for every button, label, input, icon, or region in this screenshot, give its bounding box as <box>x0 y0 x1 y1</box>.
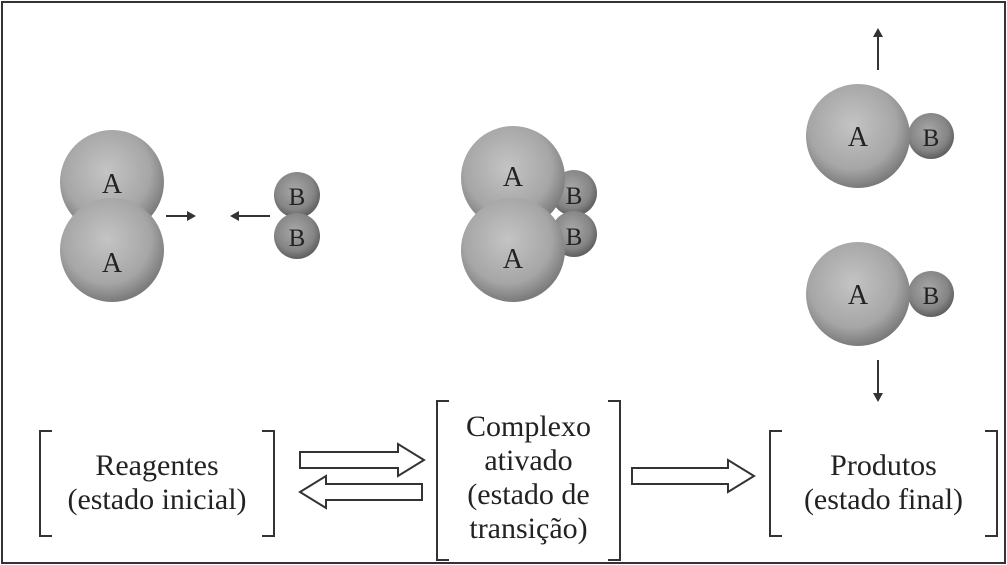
reactants-bracket-right <box>262 430 275 537</box>
complex-label-line: transição) <box>469 512 588 545</box>
reactants-label-line: Reagentes <box>95 449 219 482</box>
atom-a-label: A <box>102 169 123 200</box>
atom-b-circle <box>908 113 954 159</box>
activated-complex-label: Complexo ativado (estado de transição) <box>443 410 614 546</box>
reverse-reaction-arrow <box>298 474 423 510</box>
atom-b-circle <box>274 172 320 218</box>
product-formation-arrow <box>631 458 756 494</box>
atom-a-circle <box>806 84 910 188</box>
atom-a-label: A <box>848 122 869 153</box>
complex-label-line: Complexo <box>466 410 591 443</box>
reactants-label: Reagentes (estado inicial) <box>46 449 268 517</box>
complex-label-line: ativado <box>484 444 573 477</box>
atom-a-circle <box>461 198 565 302</box>
atom-b-label: B <box>289 184 306 211</box>
atom-a-label: A <box>503 244 524 275</box>
atom-b-label: B <box>289 225 306 252</box>
molecule-ab-product-top: A B <box>806 84 954 188</box>
atom-a-label: A <box>102 248 123 279</box>
products-label-line: (estado final) <box>803 483 964 516</box>
atom-b-label: B <box>923 283 940 310</box>
molecule-ab-product-bottom: A B <box>806 242 954 346</box>
products-label-line: Produtos <box>830 449 937 482</box>
molecule-a2-reactant: A A <box>60 130 164 302</box>
products-label: Produtos (estado final) <box>776 449 991 517</box>
atom-b-circle <box>908 271 954 317</box>
complex-label-line: (estado de <box>467 478 590 511</box>
atom-b-label: B <box>566 183 583 210</box>
atom-a-label: A <box>503 162 524 193</box>
complex-bracket-right <box>608 400 621 561</box>
molecule-activated-complex: A A B B <box>461 126 597 302</box>
products-bracket-left <box>769 430 782 537</box>
atom-b-circle <box>274 213 320 259</box>
reactants-label-line: (estado inicial) <box>67 483 247 516</box>
atom-b-label: B <box>566 224 583 251</box>
complex-bracket-left <box>436 400 449 561</box>
products-bracket-right <box>985 430 998 537</box>
forward-reaction-arrow <box>299 442 426 478</box>
atom-a-circle <box>60 198 164 302</box>
atom-b-label: B <box>923 125 940 152</box>
molecule-b2-reactant: B B <box>274 172 320 259</box>
atom-a-label: A <box>848 280 869 311</box>
reactants-bracket-left <box>39 430 52 537</box>
atom-a-circle <box>806 242 910 346</box>
atom-a-circle <box>461 126 565 230</box>
